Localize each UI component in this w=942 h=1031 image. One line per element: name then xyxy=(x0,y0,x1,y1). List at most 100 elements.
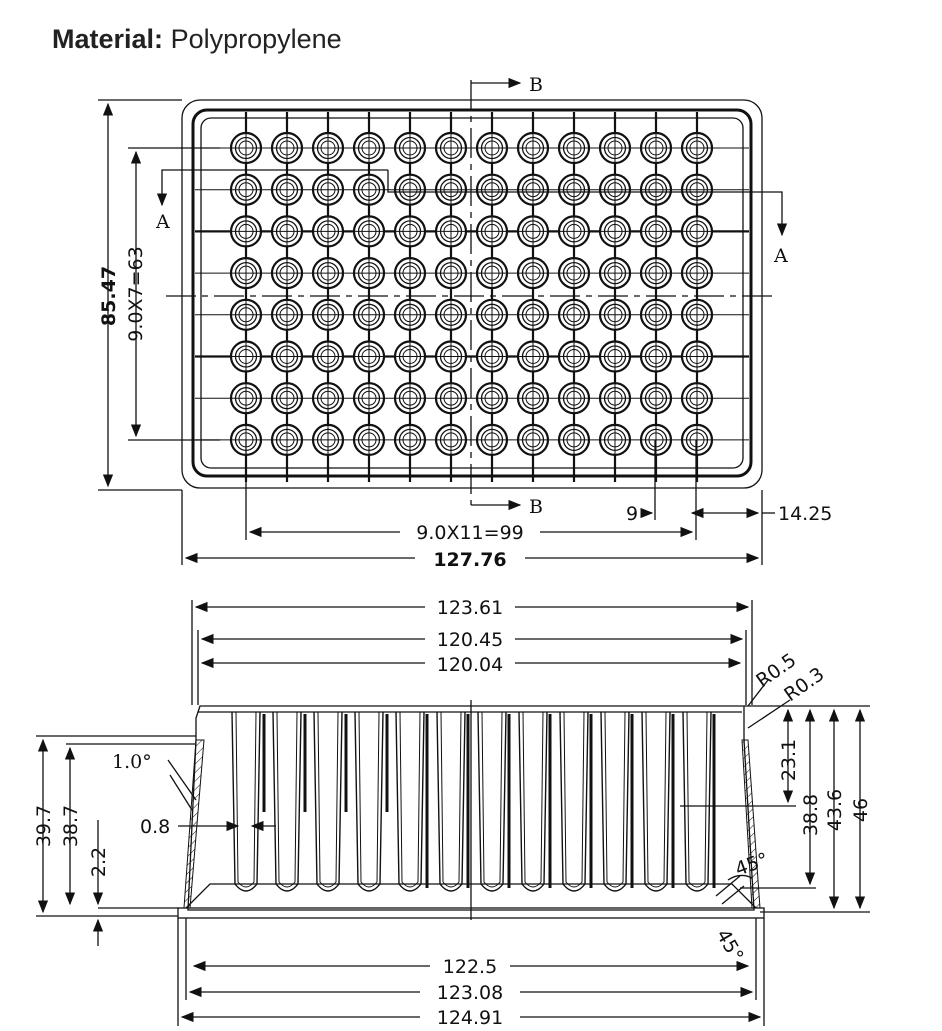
well xyxy=(516,423,550,456)
well xyxy=(557,340,591,373)
well xyxy=(434,257,468,290)
well xyxy=(557,423,591,456)
dim-bot1: 122.5 xyxy=(443,956,497,978)
dim-col-pitch: 9.0X11=99 xyxy=(416,522,524,544)
well xyxy=(516,340,550,373)
well xyxy=(229,215,263,248)
dim-pitch: 9 xyxy=(626,503,638,525)
well xyxy=(434,298,468,331)
well xyxy=(352,131,386,165)
dim-label-bg xyxy=(425,652,515,676)
well xyxy=(475,257,509,290)
well xyxy=(270,131,304,165)
side-well xyxy=(559,711,593,892)
well xyxy=(393,257,427,290)
side-view: 123.61 120.45 120.04 R0.5 R0.3 1.0° 0.8 xyxy=(33,595,872,1029)
well xyxy=(680,298,714,331)
plate-right-wall xyxy=(741,739,761,909)
dim-label-bg xyxy=(425,595,515,619)
dim-r2: 38.8 xyxy=(800,794,822,836)
dim-bot2: 123.08 xyxy=(437,982,503,1004)
well xyxy=(598,131,632,165)
dim-label-bg xyxy=(420,1005,520,1029)
well xyxy=(311,298,345,331)
side-well xyxy=(477,711,511,892)
side-well xyxy=(641,711,675,892)
well xyxy=(475,131,509,165)
well xyxy=(598,298,632,331)
well xyxy=(598,257,632,290)
well xyxy=(557,131,591,165)
dim-width-total: 127.76 xyxy=(433,549,506,571)
well xyxy=(598,340,632,373)
well xyxy=(352,423,386,456)
plate-rim xyxy=(191,108,753,478)
well xyxy=(680,257,714,290)
plate-inner-outline xyxy=(200,117,744,469)
well xyxy=(557,173,591,206)
dim-top-mid: 120.45 xyxy=(437,629,503,651)
well xyxy=(270,340,304,373)
well xyxy=(598,423,632,456)
well xyxy=(311,382,345,415)
well xyxy=(352,340,386,373)
dim-r1: 23.1 xyxy=(778,739,800,781)
well xyxy=(270,382,304,415)
well xyxy=(270,298,304,331)
well xyxy=(352,298,386,331)
well xyxy=(270,173,304,206)
side-well-array xyxy=(231,711,716,892)
well xyxy=(393,423,427,456)
well xyxy=(393,340,427,373)
well xyxy=(475,340,509,373)
dim-left3: 2.2 xyxy=(88,847,110,877)
well xyxy=(475,298,509,331)
dim-label-bg xyxy=(420,980,520,1004)
well xyxy=(639,382,673,415)
side-well xyxy=(313,711,348,892)
well xyxy=(311,173,345,206)
well xyxy=(311,340,345,373)
well xyxy=(393,215,427,248)
well xyxy=(680,382,714,415)
well xyxy=(516,298,550,331)
dim-left1: 39.7 xyxy=(33,805,55,847)
well xyxy=(229,340,263,373)
side-well xyxy=(436,711,470,892)
well xyxy=(639,173,673,206)
radius-leader xyxy=(747,699,791,729)
angle-leader xyxy=(721,885,745,905)
dim-angle-2: 45° xyxy=(712,926,748,966)
side-well xyxy=(354,711,389,892)
dim-row-pitch: 9.0X7=63 xyxy=(125,246,147,341)
section-a-left-arrow xyxy=(156,169,388,207)
well xyxy=(598,173,632,206)
section-b-bottom-label: B xyxy=(529,496,543,518)
well xyxy=(557,298,591,331)
well xyxy=(311,423,345,456)
draft-leader xyxy=(169,774,193,811)
well xyxy=(516,173,550,206)
well xyxy=(270,215,304,248)
well xyxy=(229,382,263,415)
material-title: Material: Polypropylene xyxy=(52,24,342,55)
draft-leader xyxy=(167,759,197,801)
well xyxy=(680,423,714,456)
side-well xyxy=(395,711,429,892)
dim-bot3: 124.91 xyxy=(437,1007,503,1029)
well xyxy=(557,215,591,248)
dim-r4: 46 xyxy=(850,798,872,822)
well xyxy=(475,215,509,248)
side-well xyxy=(600,711,634,892)
well xyxy=(434,215,468,248)
well xyxy=(311,131,345,165)
well xyxy=(598,215,632,248)
well xyxy=(639,131,673,165)
well xyxy=(393,298,427,331)
well xyxy=(352,257,386,290)
well xyxy=(393,131,427,165)
well xyxy=(516,257,550,290)
dim-label-bg xyxy=(425,627,515,651)
dim-label-bg xyxy=(430,954,510,978)
